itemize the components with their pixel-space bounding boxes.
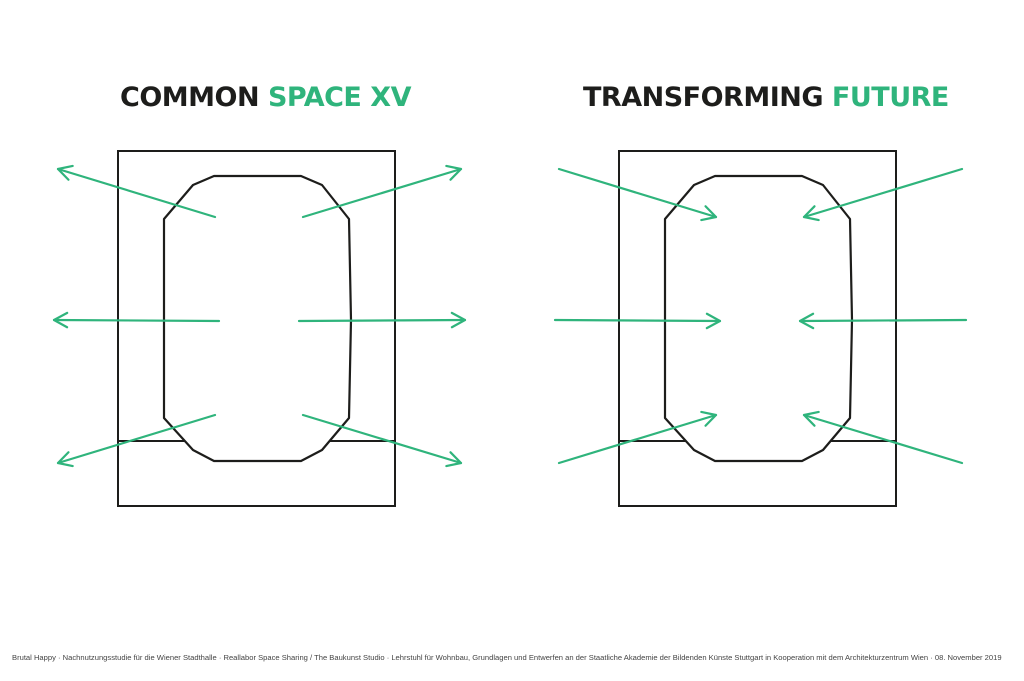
arrow-1 — [56, 164, 217, 219]
arrow-shaft — [553, 318, 722, 323]
title-left-dark: COMMON — [120, 82, 260, 113]
arrow-head — [450, 311, 467, 329]
arrow-head — [700, 410, 718, 427]
title-right-dark: TRANSFORMING — [583, 82, 824, 113]
title-right-accent: FUTURE — [831, 82, 949, 113]
hall-outline — [162, 174, 353, 463]
title-left-accent: SPACE XV — [267, 82, 412, 113]
arrow-5 — [56, 413, 217, 468]
arrow-6 — [802, 410, 964, 465]
arrow-head — [798, 312, 815, 330]
arrow-3 — [52, 311, 221, 329]
arrow-shaft — [798, 318, 968, 323]
panel-transforming-future — [553, 150, 968, 507]
arrow-1 — [557, 167, 718, 222]
arrow-shaft — [297, 318, 467, 323]
arrow-head — [445, 451, 463, 468]
arrow-5 — [557, 410, 718, 465]
building-frame — [117, 150, 396, 507]
arrow-shaft — [301, 167, 463, 219]
arrow-shaft — [802, 167, 964, 219]
arrow-shaft — [557, 413, 718, 465]
footer-caption: Brutal Happy · Nachnutzungsstudie für di… — [12, 653, 1002, 662]
arrow-3 — [553, 312, 722, 330]
panel-common-space — [52, 150, 467, 507]
arrow-head — [802, 205, 820, 222]
arrow-head — [700, 205, 718, 222]
arrow-head — [56, 451, 74, 468]
arrow-shaft — [56, 413, 217, 465]
arrow-head — [445, 164, 463, 181]
arrow-4 — [297, 311, 467, 329]
building-frame — [618, 150, 897, 507]
arrow-head — [52, 311, 69, 329]
arrow-head — [802, 410, 820, 427]
arrow-6 — [301, 413, 463, 468]
arrow-shaft — [56, 167, 217, 219]
arrow-head — [705, 312, 722, 330]
arrow-head — [56, 164, 74, 181]
arrow-shaft — [301, 413, 463, 465]
arrow-4 — [798, 312, 968, 330]
hall-outline — [663, 174, 854, 463]
arrow-shaft — [557, 167, 718, 219]
arrow-2 — [301, 164, 463, 219]
arrow-shaft — [52, 318, 221, 323]
title-common-space: COMMON SPACE XV — [120, 80, 420, 116]
arrow-shaft — [802, 413, 964, 465]
arrow-2 — [802, 167, 964, 222]
title-transforming-future: TRANSFORMING FUTURE — [583, 80, 963, 116]
